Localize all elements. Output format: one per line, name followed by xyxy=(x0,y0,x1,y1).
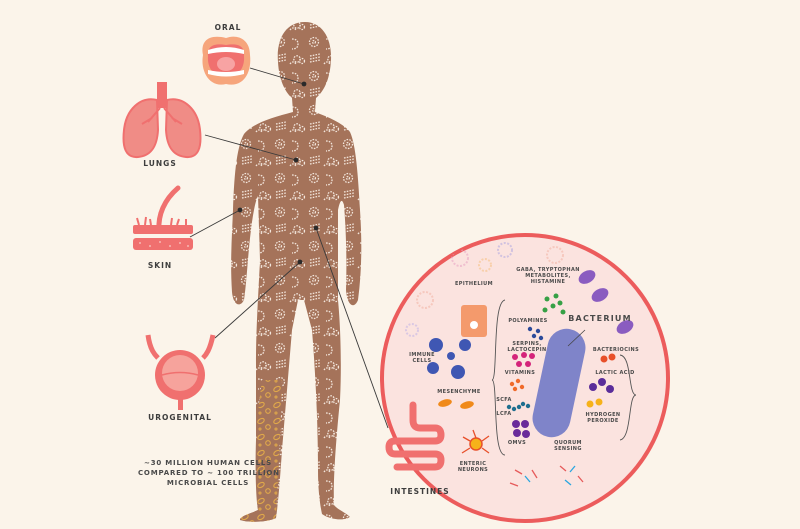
label-lcfa: LCFA xyxy=(496,411,512,417)
connector-lines xyxy=(189,67,389,429)
label-enteric-neurons: ENTERIC NEURONS xyxy=(457,461,489,473)
label-hydrogen-peroxide: HYDROGEN PEROXIDE xyxy=(585,412,621,424)
label-polyamines: POLYAMINES xyxy=(508,318,548,324)
label-urogenital: UROGENITAL xyxy=(148,413,212,422)
label-quorum-sensing: QUORUM SENSING xyxy=(554,440,582,452)
intestines-icon xyxy=(385,401,445,471)
human-body-silhouette xyxy=(231,22,362,522)
label-lactic-acid: LACTIC ACID xyxy=(595,370,635,376)
label-intestines: INTESTINES xyxy=(390,487,450,496)
label-bacterium: BACTERIUM xyxy=(568,314,632,323)
label-immune-cells: IMMUNE CELLS xyxy=(409,352,435,364)
label-epithelium: EPITHELIUM xyxy=(454,281,494,287)
mouth-icon xyxy=(202,36,251,85)
label-scfa: SCFA xyxy=(496,397,512,403)
label-mesenchyme: MESENCHYME xyxy=(437,389,481,395)
label-serpins: SERPINS, LACTOCEPIN xyxy=(507,341,547,353)
cell-count-stat: ~30 MILLION HUMAN CELLS COMPARED TO ~ 10… xyxy=(138,459,280,487)
label-skin: SKIN xyxy=(147,261,173,270)
bladder-icon xyxy=(145,334,216,410)
label-gaba: GABA, TRYPTOPHAN METABOLITES, HISTAMINE xyxy=(516,267,580,285)
label-vitamins: VITAMINS xyxy=(504,370,536,376)
skin-icon xyxy=(133,185,193,250)
lungs-icon xyxy=(122,82,202,159)
label-bacteriocins: BACTERIOCINS xyxy=(592,347,640,353)
label-lungs: LUNGS xyxy=(143,159,177,168)
label-omvs: OMVS xyxy=(507,440,527,446)
microbiome-zoom-circle xyxy=(380,233,670,523)
label-oral: ORAL xyxy=(214,23,242,32)
